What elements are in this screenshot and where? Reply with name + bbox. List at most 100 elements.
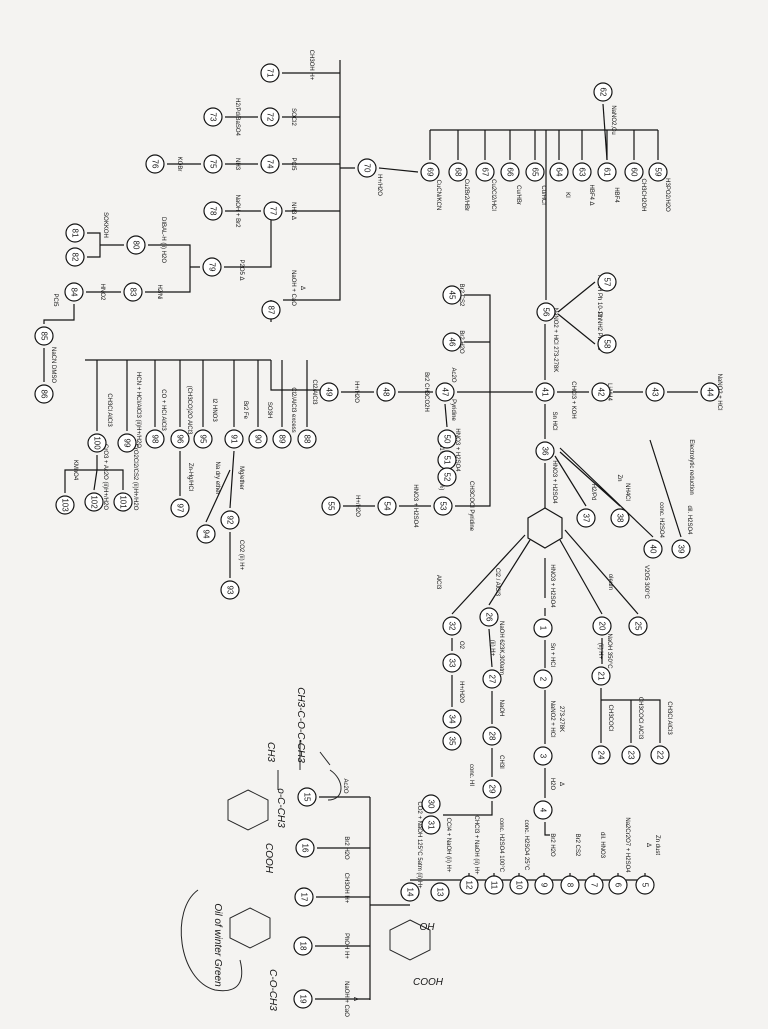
compound-circle [64,282,84,302]
compound-node-23: 23 [621,745,641,765]
compound-number: 8 [566,883,575,888]
compound-node-37: 37 [576,508,596,528]
compound-node-55: 55 [321,496,341,516]
compound-number: 85 [40,332,49,341]
reagent-label: NaNO2,Cu [610,105,616,134]
compound-circle [357,158,377,178]
compound-circle [597,272,617,292]
compound-circle [534,875,554,895]
compound-node-81: 81 [65,223,85,243]
compound-number: 57 [603,278,612,287]
compound-number: 87 [267,306,276,315]
compound-circle [442,332,462,352]
compound-node-99: 99 [117,433,137,453]
reagent-label: (CH3CO)2O AlCl3 [186,386,192,435]
compound-circle [650,745,670,765]
compound-number: 32 [448,622,457,631]
compound-circle [260,107,280,127]
reagent-label: conc. H2SO4 25°C [523,820,529,871]
compound-number: 64 [555,168,564,177]
compound-circle [34,326,54,346]
compound-node-86: 86 [34,384,54,404]
compound-node-11: 11 [484,875,504,895]
reagent-label: P2O5 Δ [238,259,244,280]
compound-number: 41 [541,388,550,397]
reagent-label: CuCN/KCN [435,180,441,211]
reagent-label: KI [564,192,570,198]
compound-node-35: 35 [442,731,462,751]
compound-node-96: 96 [170,429,190,449]
compound-number: 72 [266,113,275,122]
reagent-label: H2/Ni [156,284,162,299]
compound-number: 55 [327,502,336,511]
reaction-arrows [43,60,698,1000]
compound-circle [643,539,663,559]
compound-circle [442,653,462,673]
reagent-label: CrO2Cl2/CS2 (ii)H+/H2O [132,444,138,511]
compound-number: 25 [634,622,643,631]
compound-circle [203,154,223,174]
compound-circle [55,495,75,515]
reagent-label: 273-278K [558,706,564,732]
compound-number: 54 [383,502,392,511]
compound-node-70: 70 [357,158,377,178]
reagent-label: CrO3 + Ac2O (ii)H+/H2O [102,444,108,510]
compound-node-64: 64 [549,162,569,182]
compound-circle [591,666,611,686]
reagent-label: Δ [645,843,651,847]
reagent-label: NaNO2 + HCl 273-278K [552,308,558,373]
compound-circle [593,82,613,102]
compound-number: 15 [303,793,312,802]
compound-circle [196,524,216,544]
compound-node-72: 72 [260,107,280,127]
reagent-label: PhOH Ph 10-11 [596,275,602,318]
compound-number: 80 [132,241,141,250]
compound-number: 68 [454,168,463,177]
compound-number: 98 [151,435,160,444]
compound-node-94: 94 [196,524,216,544]
compound-circle [671,539,691,559]
compound-circle [533,746,553,766]
reagent-label: Cl2 / AlCl3 [494,568,500,597]
compound-node-100: 100 [87,433,107,453]
reagent-label: NaOH + CaO [290,270,296,306]
reagent-label: HNO3 + H2SO4 [412,484,418,528]
compound-node-59: 59 [648,162,668,182]
compound-number: 12 [465,881,474,890]
compound-number: 77 [269,207,278,216]
reagent-label: dil. H2SO4 [686,505,692,535]
compound-circle [535,382,555,402]
compound-node-74: 74 [260,154,280,174]
compound-node-41: 41 [535,382,555,402]
reagent-label: O2 [458,641,464,650]
compound-number: 89 [278,435,287,444]
reagent-label: CH3Cl AlCl3 [666,701,672,735]
compound-node-61: 61 [597,162,617,182]
compound-number: 88 [303,435,312,444]
compound-number: 96 [176,435,185,444]
reagent-label: PhOH H+ [343,933,349,959]
compound-number: 1 [539,626,548,631]
compound-number: 27 [488,675,497,684]
compound-circle [535,441,555,461]
reagent-label: Br2 CS2 [574,834,580,857]
compound-circle [377,496,397,516]
compound-node-38: 38 [610,508,630,528]
compound-circle [576,508,596,528]
reagent-label: (51%) [438,442,444,458]
compound-node-44: 44 [700,382,720,402]
compound-node-50: 50 [437,429,457,449]
compound-circle [321,496,341,516]
reagent-label: Cl2/AlCl3 excess [290,387,296,432]
reagent-label: PhNH2 Ph 5-6 [596,312,602,351]
compound-number: 29 [488,785,497,794]
compound-node-68: 68 [448,162,468,182]
compound-node-42: 42 [591,382,611,402]
reagent-label: NH4Cl [624,483,630,501]
compound-number: 2 [539,677,548,682]
compound-node-48: 48 [376,382,396,402]
compound-number: 70 [363,164,372,173]
reagent-label: Cu2Cl2/HCl [490,179,496,211]
compound-circle [533,618,553,638]
